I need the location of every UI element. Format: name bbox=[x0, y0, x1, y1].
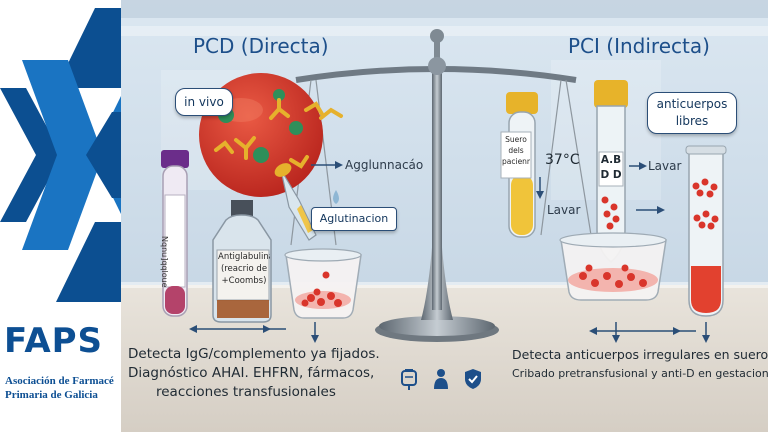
shield-check-icon bbox=[465, 369, 481, 389]
wash-label-left: Lavar bbox=[547, 203, 581, 217]
pcd-caption-line-3: reacciones transfusionales bbox=[156, 384, 336, 400]
iv-bag-icon bbox=[401, 369, 417, 390]
brand-sidebar: FAPS Asociación de Farmacé Primaria de G… bbox=[0, 0, 121, 432]
reagent-label-line-1: Antiglabulina bbox=[218, 252, 270, 262]
pci-caption-line-1: Detecta anticuerpos irregulares en suero… bbox=[512, 347, 768, 362]
brand-name: FAPS bbox=[4, 321, 104, 361]
brand-subtitle-line-1: Asociación de Farmacé bbox=[5, 375, 114, 387]
free-antibodies-line-1: anticuerpos bbox=[656, 97, 728, 111]
reagent-label: Antiglabulina (reacrio de +Coombs) bbox=[218, 251, 270, 287]
serum-tube-label: Suero dels pacienm bbox=[502, 134, 530, 167]
pcd-caption-line-2: Diagnóstico AHAI. EHFRN, fármacos, bbox=[128, 365, 375, 381]
faps-logo-mark bbox=[0, 8, 121, 302]
wash-label-right: Lavar bbox=[648, 159, 682, 173]
reagent-label-line-2: (reacrio de bbox=[220, 264, 268, 274]
pcd-caption: Detecta IgG/complemento ya fijados. Diag… bbox=[128, 345, 380, 402]
pci-caption-line-2: Cribado pretransfusional y anti-D en ges… bbox=[512, 367, 768, 380]
brand-subtitle: Asociación de Farmacé Primaria de Galici… bbox=[5, 374, 121, 402]
serum-tube-label-line-3: pacienm bbox=[502, 157, 530, 166]
tube-label: Nqnu]qqloue bbox=[160, 236, 169, 288]
scene-background bbox=[121, 0, 768, 432]
brand-subtitle-line-2: Primaria de Galicia bbox=[5, 389, 98, 401]
tube-ab-line-1: A.B bbox=[600, 154, 622, 166]
serum-tube-label-line-2: dels bbox=[508, 146, 524, 155]
person-icon bbox=[434, 369, 448, 389]
agglutination-callout: Aglutinacion bbox=[311, 207, 397, 231]
in-vivo-bubble: in vivo bbox=[175, 88, 233, 116]
illustration-scene: PCD (Directa) PCI (Indirecta) in vivo Ag… bbox=[121, 0, 768, 432]
pci-title: PCI (Indirecta) bbox=[568, 34, 710, 58]
free-antibodies-line-2: libres bbox=[675, 114, 709, 128]
serum-tube-label-line-1: Suero bbox=[505, 135, 527, 144]
tube-ab-label: A.B D D bbox=[599, 153, 623, 183]
free-antibodies-bubble: anticuerpos libres bbox=[647, 92, 737, 134]
pcd-caption-line-1: Detecta IgG/complemento ya fijados. bbox=[128, 346, 380, 362]
pcd-title: PCD (Directa) bbox=[193, 34, 329, 58]
reaction-label: Agglunnacáo bbox=[345, 158, 424, 172]
temperature-label: 37°C bbox=[545, 152, 580, 168]
reagent-label-line-3: +Coombs) bbox=[221, 276, 267, 286]
pci-caption: Detecta anticuerpos irregulares en suero… bbox=[512, 345, 768, 383]
tube-ab-line-2: D D bbox=[600, 169, 622, 181]
